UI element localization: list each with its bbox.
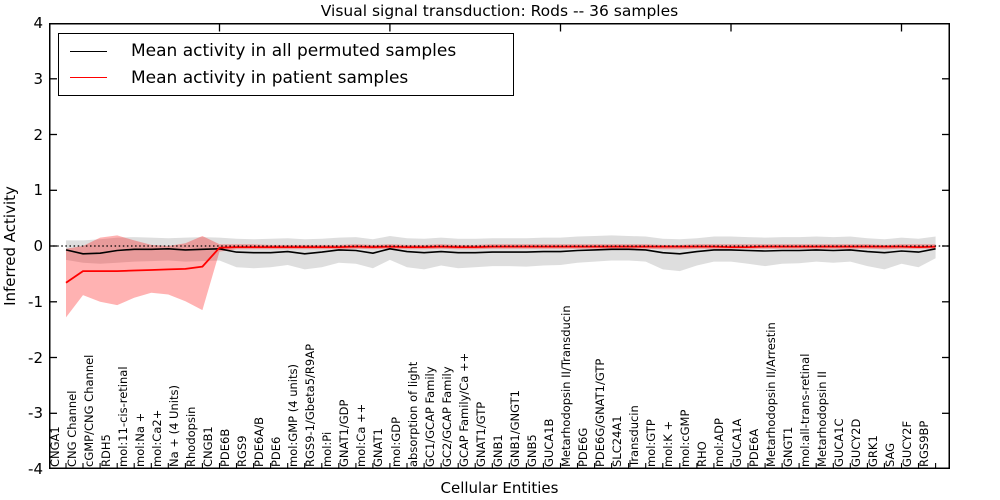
- x-tick-label: GUCY2F: [900, 420, 914, 467]
- legend-label-patient: Mean activity in patient samples: [131, 67, 409, 88]
- y-tick-label: 3: [33, 69, 43, 88]
- x-tick-label: CNGA1: [47, 426, 62, 467]
- x-tick-label: GNB5: [524, 434, 539, 467]
- x-tick-label: mol:Ca ++: [354, 403, 369, 467]
- x-tick-label: mol:11-cis-retinal: [115, 366, 130, 467]
- x-tick-label: absorption of light: [405, 361, 420, 467]
- x-tick-label: RGS9-1/Gbeta5/R9AP: [303, 343, 318, 467]
- x-tick-label: CNGB1: [200, 426, 215, 467]
- x-tick-label: PDE6A: [746, 428, 761, 467]
- x-tick-label: mol:GMP (4 units): [286, 364, 301, 467]
- x-tick-label: PDE6B: [218, 428, 232, 467]
- patient-band: [66, 235, 936, 318]
- x-tick-label: GNAT1: [371, 428, 386, 467]
- x-tick-label: GNGT1: [780, 426, 795, 467]
- x-tick-label: Na + (4 Units): [166, 385, 181, 467]
- x-tick-label: mol:K +: [661, 420, 676, 467]
- legend-entry-permuted: Mean activity in all permuted samples: [70, 42, 513, 60]
- x-tick-label: mol:ADP: [712, 418, 727, 467]
- legend-label-permuted: Mean activity in all permuted samples: [131, 41, 457, 62]
- x-tick-label: SAG: [882, 442, 897, 467]
- x-tick-label: GUCA1C: [831, 418, 846, 467]
- x-tick-label: GCAP Family/Ca ++: [456, 352, 471, 467]
- x-tick-label: mol:GTP: [644, 419, 659, 467]
- x-tick-label: Metarhodopsin II/Transducin: [559, 305, 573, 467]
- x-tick-label: CNG Channel: [64, 390, 79, 467]
- y-tick-label: 2: [33, 125, 43, 144]
- x-tick-label: PDE6G: [576, 427, 591, 467]
- x-tick-label: GUCA1A: [729, 418, 744, 467]
- x-tick-label: PDE6G/GNAT1/GTP: [593, 358, 608, 467]
- x-tick-label: GRK1: [865, 435, 880, 467]
- plot-frame: [49, 23, 950, 469]
- permuted-band: [66, 235, 936, 272]
- y-tick-label: -2: [28, 348, 43, 367]
- patient-line-swatch: [70, 77, 107, 79]
- legend-entry-patient: Mean activity in patient samples: [70, 69, 513, 87]
- legend: Mean activity in all permuted samples Me…: [58, 33, 514, 96]
- y-tick-label: 4: [33, 14, 43, 32]
- permuted-mean-line: [65, 248, 936, 255]
- y-tick-label: 0: [33, 237, 43, 255]
- x-tick-label: mol:cGMP: [678, 409, 693, 467]
- y-tick-label: -3: [28, 404, 43, 423]
- chart-canvas: [49, 23, 950, 469]
- x-tick-label: mol:Pi: [320, 431, 335, 467]
- x-tick-label: Transducin: [627, 405, 642, 467]
- x-tick-label: GC2/GCAP Family: [439, 366, 454, 467]
- x-tick-label: GNAT1/GDP: [337, 399, 352, 467]
- x-tick-label: GUCA1B: [541, 418, 556, 467]
- x-tick-label: PDE6: [269, 436, 284, 467]
- y-tick-label: -1: [28, 292, 43, 311]
- permuted-line-swatch: [70, 50, 107, 52]
- x-tick-label: cGMP/CNG Channel: [81, 354, 96, 467]
- x-tick-label: GUCY2D: [848, 418, 863, 467]
- x-tick-label: RGS9BP: [917, 420, 932, 467]
- x-tick-label: Metarhodopsin II/Arrestin: [763, 322, 778, 467]
- x-tick-label: Metarhodopsin II: [814, 371, 829, 467]
- x-tick-label: mol:Na +: [132, 412, 147, 467]
- chart-title: Visual signal transduction: Rods -- 36 s…: [320, 2, 679, 20]
- x-tick-label: GNAT1/GTP: [473, 401, 488, 467]
- x-tick-label: SLC24A1: [610, 415, 625, 467]
- x-tick-label: GNB1/GNGT1: [507, 390, 522, 467]
- x-tick-label: RDH5: [98, 434, 113, 467]
- x-tick-label: mol:Ca2+: [149, 409, 164, 467]
- plot-area: [49, 23, 950, 469]
- x-tick-label: mol:GDP: [388, 416, 403, 467]
- x-tick-label: GC1/GCAP Family: [422, 366, 437, 467]
- x-axis-title: Cellular Entities: [440, 479, 559, 497]
- x-tick-label: GNB1: [490, 434, 505, 467]
- x-tick-label: PDE6A/B: [252, 416, 267, 467]
- y-tick-label: -4: [28, 460, 43, 478]
- x-tick-label: RGS9: [235, 435, 250, 467]
- x-tick-label: Rhodopsin: [183, 406, 198, 467]
- x-tick-label: mol:all-trans-retinal: [797, 353, 812, 467]
- x-tick-label: RHO: [695, 441, 710, 467]
- y-tick-label: 1: [33, 181, 43, 200]
